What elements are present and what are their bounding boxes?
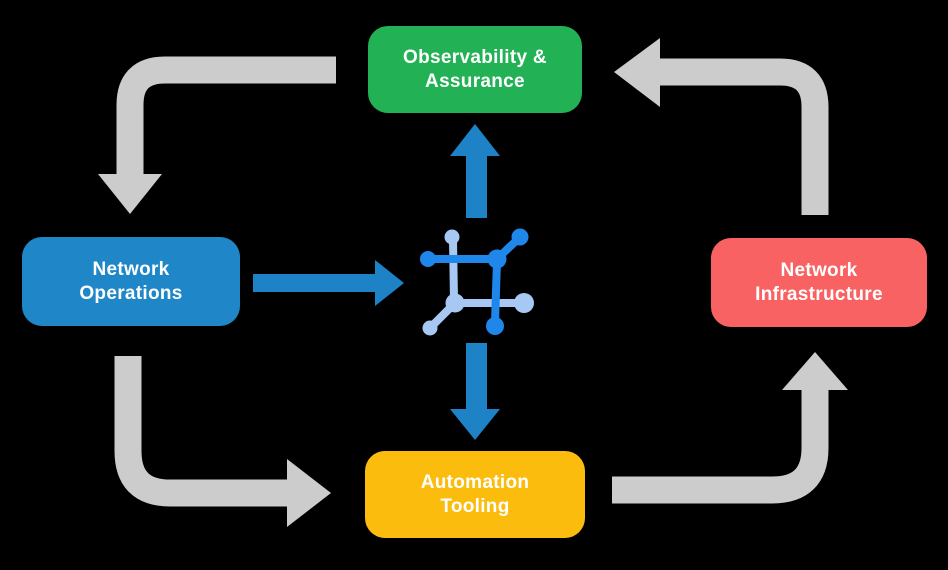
arrow-shaft: [116, 56, 336, 176]
icon-dot-left: [420, 251, 436, 267]
arrow-shaft: [612, 390, 829, 504]
icon-dot-bottom-left: [422, 320, 438, 336]
icon-node-bottom-left: [445, 293, 465, 313]
icon-dot-right: [514, 293, 534, 313]
node-label: Observability & Assurance: [403, 46, 547, 92]
arrow-infrastructure-to-observability: [614, 38, 829, 215]
arrow-operations-to-hub: [253, 260, 404, 306]
icon-dot-bottom: [486, 317, 504, 335]
arrow-operations-to-automation: [114, 356, 331, 527]
icon-dot-top-right: [511, 228, 529, 246]
icon-line-left-vertical: [449, 236, 458, 304]
node-network-infrastructure: Network Infrastructure: [711, 238, 927, 327]
arrow-automation-to-infrastructure: [612, 352, 848, 504]
arrow-shaft: [660, 58, 829, 215]
node-automation-tooling: Automation Tooling: [365, 451, 585, 538]
icon-dot-top: [444, 229, 460, 245]
arrow-head-down-icon: [98, 174, 162, 214]
arrow-observability-to-operations: [98, 56, 336, 214]
node-label: Network Operations: [79, 258, 183, 304]
arrow-hub-to-automation: [450, 343, 500, 440]
node-label: Network Infrastructure: [755, 259, 883, 305]
arrow-shaft: [114, 356, 287, 507]
arrow-head-left-icon: [614, 38, 660, 107]
arrow-hub-to-observability: [450, 124, 500, 218]
node-network-operations: Network Operations: [22, 237, 240, 326]
node-observability-assurance: Observability & Assurance: [368, 26, 582, 113]
arrow-head-right-icon: [287, 459, 331, 527]
node-label: Automation Tooling: [420, 471, 530, 517]
icon-line-right-vertical: [491, 257, 501, 326]
arrow-head-up-icon: [782, 352, 848, 390]
icon-node-top-right: [487, 249, 507, 269]
network-hub-icon: [420, 228, 534, 336]
